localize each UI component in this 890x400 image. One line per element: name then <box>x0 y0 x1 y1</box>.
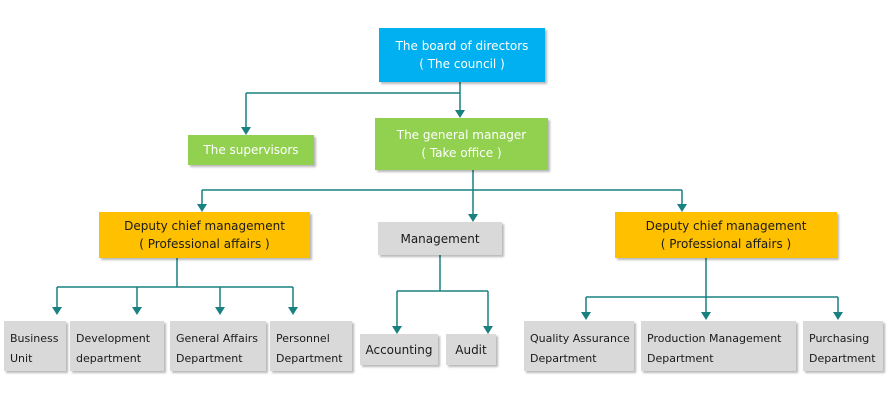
general-affairs-department-box: General Affairs Department <box>170 321 266 371</box>
general-manager-title: The general manager <box>396 128 527 142</box>
accounting-box: Accounting <box>360 334 438 365</box>
quality-assurance-line1: Quality Assurance <box>530 332 630 345</box>
personnel-line2: Department <box>276 352 343 365</box>
management-label: Management <box>400 231 480 246</box>
deputy-left-box: Deputy chief management ( Professional a… <box>99 212 310 258</box>
audit-box: Audit <box>446 334 496 365</box>
development-department-line2: department <box>76 352 142 365</box>
accounting-label: Accounting <box>365 342 433 357</box>
purchasing-line1: Purchasing <box>809 332 870 345</box>
board-of-directors-box: The board of directors ( The council ) <box>379 28 545 82</box>
board-title: The board of directors <box>395 39 529 53</box>
purchasing-line2: Department <box>809 352 876 365</box>
board-subtitle: ( The council ) <box>419 57 505 71</box>
personnel-department-box: Personnel Department <box>270 321 352 371</box>
production-management-line2: Department <box>647 352 714 365</box>
quality-assurance-line2: Department <box>530 352 597 365</box>
production-management-department-box: Production Management Department <box>641 321 796 371</box>
development-department-line1: Development <box>76 332 151 345</box>
production-management-line1: Production Management <box>647 332 782 345</box>
general-manager-box: The general manager ( Take office ) <box>375 118 548 170</box>
deputy-left-title: Deputy chief management <box>124 219 285 233</box>
purchasing-department-box: Purchasing Department <box>803 321 883 371</box>
supervisors-label: The supervisors <box>203 143 299 157</box>
development-department-box: Development department <box>70 321 164 371</box>
general-affairs-line1: General Affairs <box>176 332 259 345</box>
general-manager-subtitle: ( Take office ) <box>421 146 502 160</box>
deputy-right-title: Deputy chief management <box>645 219 807 233</box>
personnel-line1: Personnel <box>276 332 330 345</box>
general-affairs-line2: Department <box>176 352 243 365</box>
business-unit-box: Business Unit <box>4 321 66 371</box>
deputy-right-box: Deputy chief management ( Professional a… <box>615 212 837 258</box>
deputy-left-subtitle: ( Professional affairs ) <box>139 237 270 251</box>
deputy-right-subtitle: ( Professional affairs ) <box>660 237 792 251</box>
supervisors-box: The supervisors <box>188 135 314 165</box>
audit-label: Audit <box>455 342 487 357</box>
quality-assurance-department-box: Quality Assurance Department <box>524 321 634 371</box>
business-unit-line2: Unit <box>10 352 33 365</box>
management-box: Management <box>378 222 502 255</box>
business-unit-line1: Business <box>10 332 59 345</box>
